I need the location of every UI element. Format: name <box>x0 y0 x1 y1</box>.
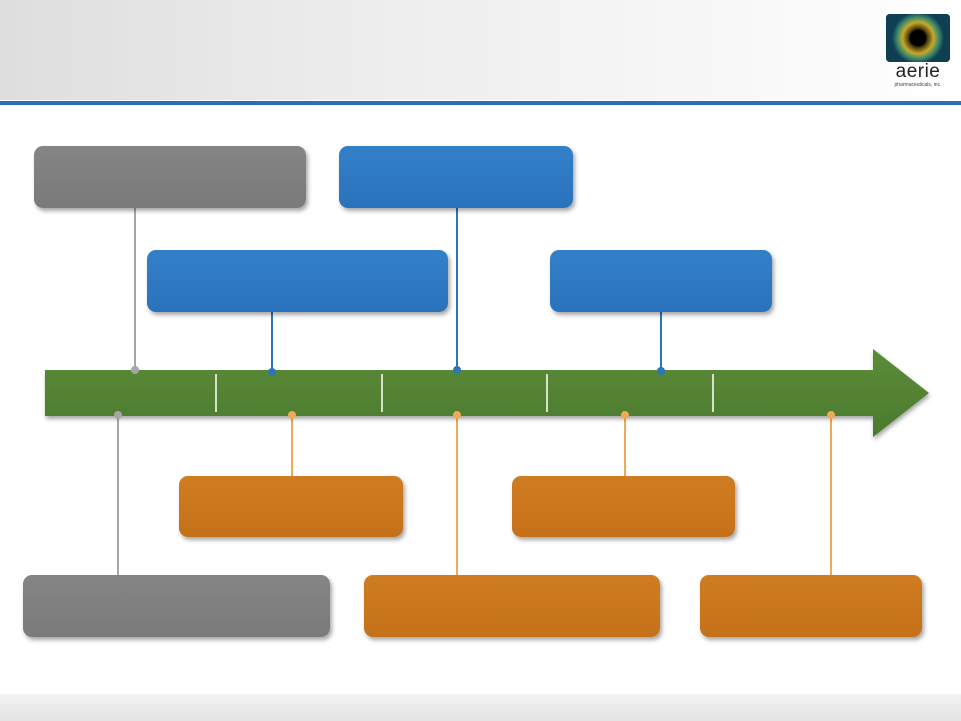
milestone-box-blue-mid-right <box>550 250 772 312</box>
milestone-box-gray-top <box>34 146 306 208</box>
milestone-box-gray-bottom <box>23 575 330 637</box>
connector-dot <box>453 411 461 419</box>
connector-dot <box>114 411 122 419</box>
connector-dot <box>657 367 665 375</box>
logo-subtitle: pharmaceuticals, inc. <box>894 82 942 88</box>
connector-dot <box>288 411 296 419</box>
header-band <box>0 0 961 100</box>
milestone-box-orange-mid-left <box>179 476 403 537</box>
connector-dot <box>827 411 835 419</box>
milestone-box-orange-bottom-right <box>700 575 922 637</box>
connector-dot <box>268 368 276 376</box>
milestone-box-orange-bottom-center <box>364 575 660 637</box>
logo-wordmark: aerie <box>895 61 941 82</box>
connector-dot <box>453 366 461 374</box>
timeline-arrow <box>45 349 929 437</box>
milestone-box-blue-top-center <box>339 146 573 208</box>
connector-dot <box>621 411 629 419</box>
header-rule <box>0 101 961 105</box>
footer-band <box>0 694 961 721</box>
milestone-box-orange-mid-right <box>512 476 735 537</box>
eye-iris-icon <box>886 14 950 62</box>
company-logo: aerie pharmaceuticals, inc. <box>884 12 952 92</box>
milestone-box-blue-mid-left <box>147 250 448 312</box>
connector-dot <box>131 366 139 374</box>
